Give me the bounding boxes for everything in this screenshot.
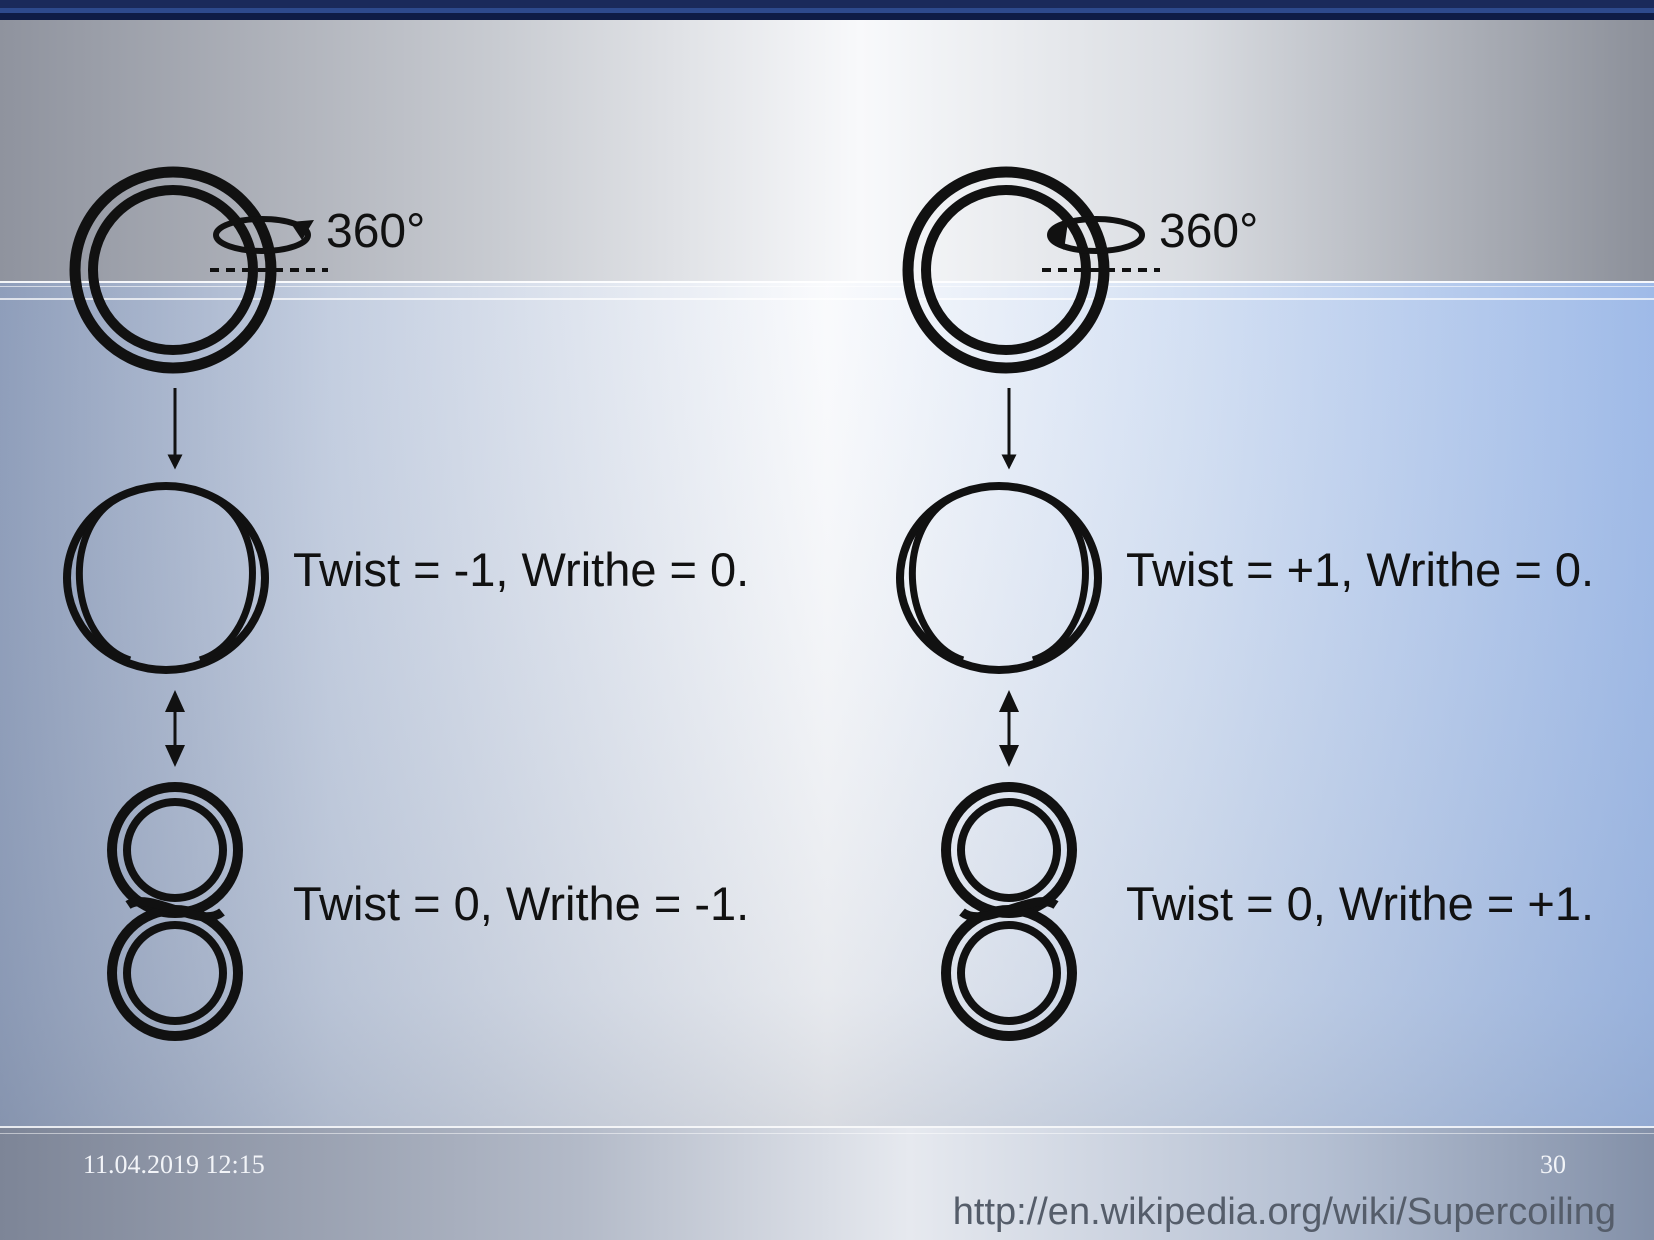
- left-eq-twist-minus-one: Twist = -1, Writhe = 0.: [293, 543, 750, 596]
- right-twisted-ring: [896, 482, 1102, 674]
- slide-number: 30: [1540, 1150, 1566, 1179]
- right-rotation-label: 360°: [1159, 205, 1259, 258]
- left-relaxed-ring: [69, 166, 277, 374]
- right-eq-twist-plus-one: Twist = +1, Writhe = 0.: [1126, 543, 1595, 596]
- footer-date: 11.04.2019 12:15: [83, 1150, 265, 1179]
- source-link[interactable]: http://en.wikipedia.org/wiki/Supercoilin…: [952, 1191, 1616, 1233]
- right-rotation-arrow-icon: [1047, 216, 1145, 254]
- left-rotation-label: 360°: [326, 205, 426, 258]
- left-eq-writhe-minus-one: Twist = 0, Writhe = -1.: [293, 877, 750, 930]
- right-figure-eight: [941, 782, 1077, 1041]
- right-eq-writhe-plus-one: Twist = 0, Writhe = +1.: [1126, 877, 1595, 930]
- left-double-arrow-icon: [165, 690, 185, 767]
- left-figure-eight: [107, 782, 243, 1041]
- right-relaxed-ring: [902, 166, 1110, 374]
- left-twisted-ring: [63, 482, 269, 674]
- right-double-arrow-icon: [999, 690, 1019, 767]
- left-rotation-arrow-icon: [213, 216, 314, 254]
